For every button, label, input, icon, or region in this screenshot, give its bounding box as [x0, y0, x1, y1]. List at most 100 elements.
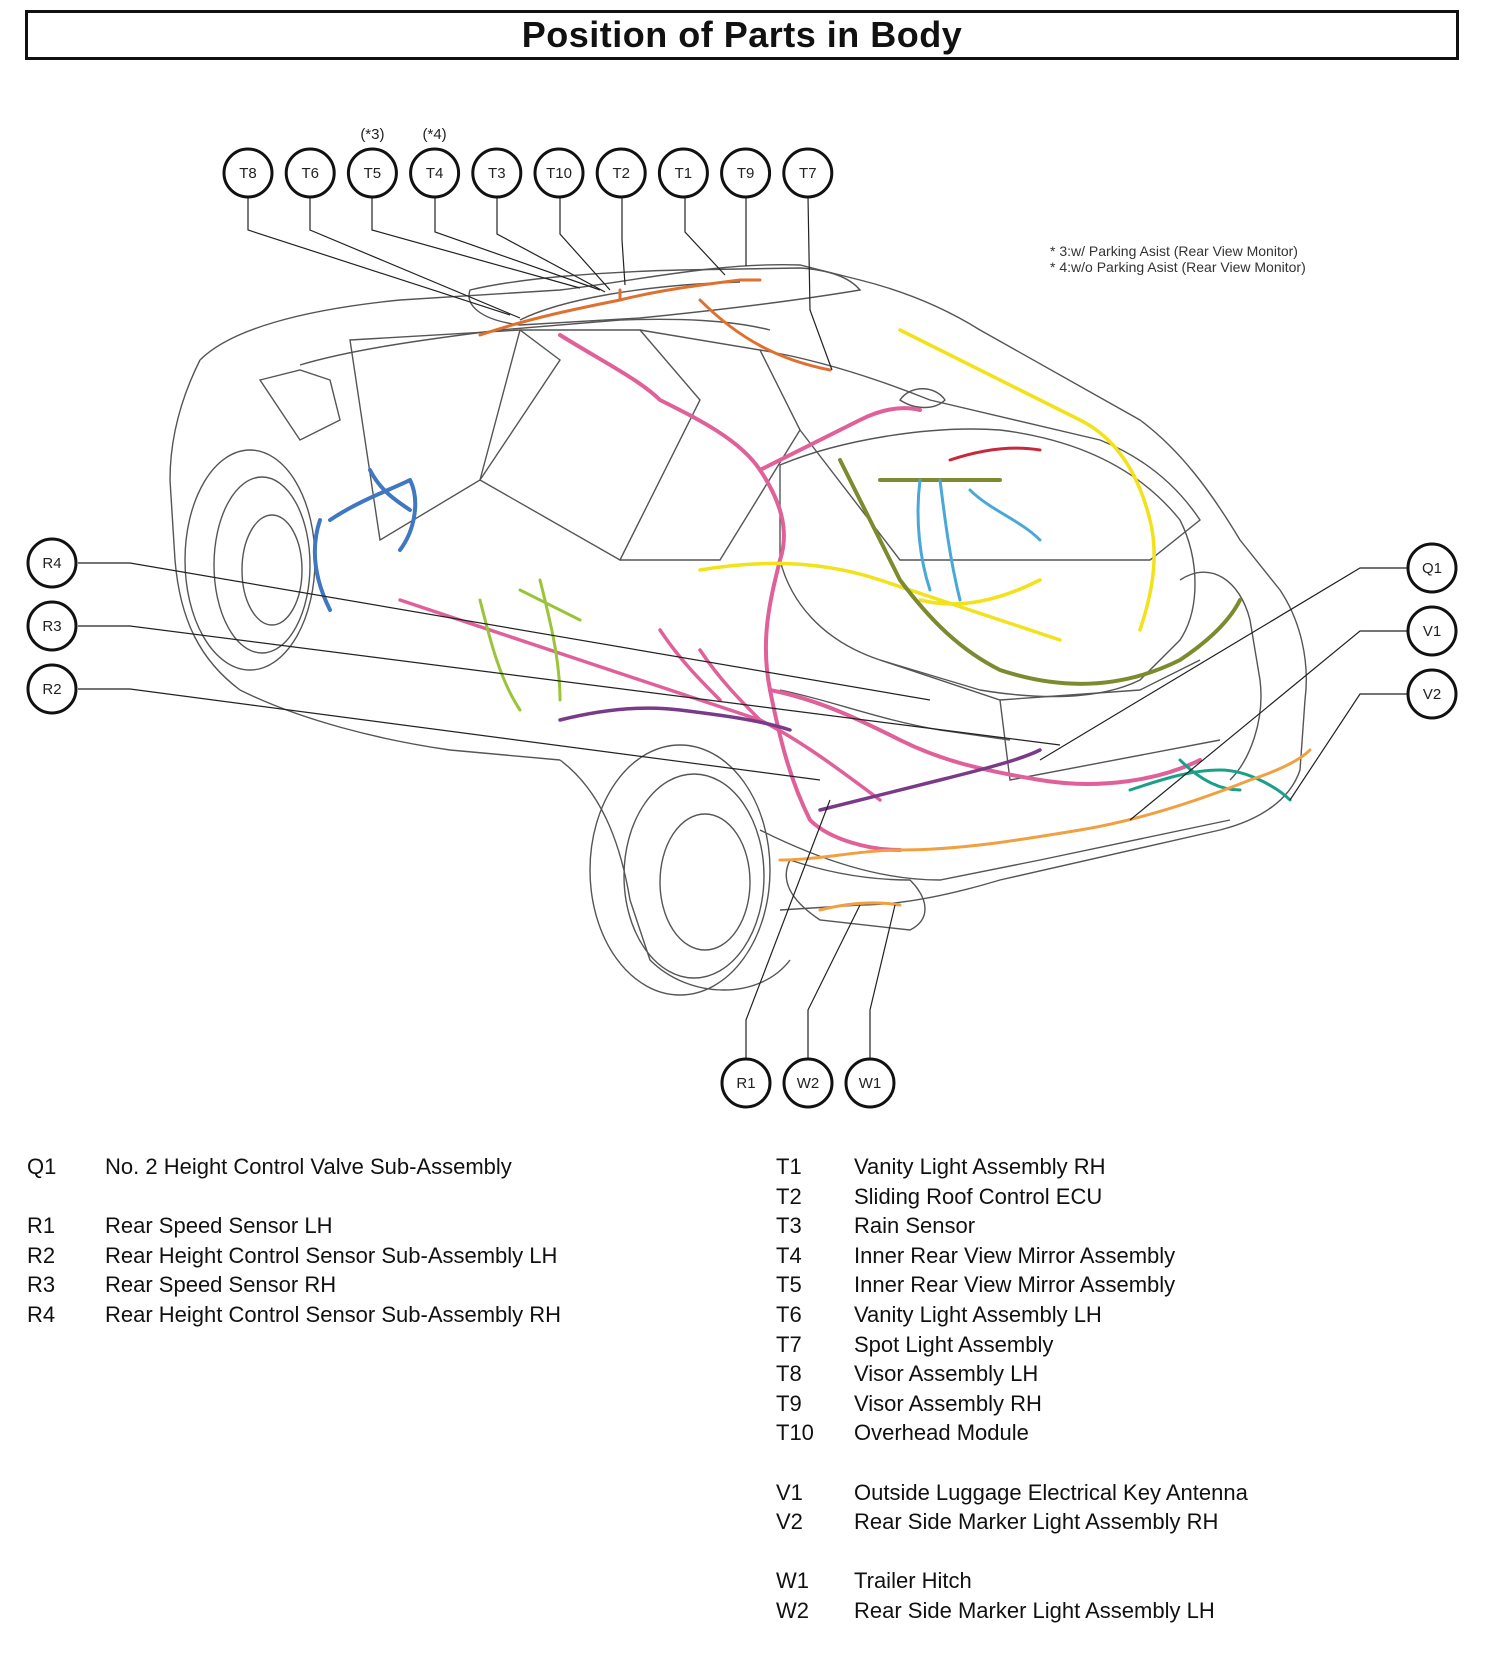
purple-harness — [558, 706, 1042, 812]
callout-label: W1 — [859, 1075, 882, 1092]
callout-circle — [222, 147, 274, 199]
callout-t5: T5(*3) — [346, 126, 398, 199]
callout-r3: R3 — [26, 600, 78, 652]
legend-code: W1 — [776, 1568, 809, 1594]
legend-code: T10 — [776, 1420, 814, 1446]
callout-circle — [284, 147, 336, 199]
callout-circle — [26, 663, 78, 715]
callout-label: R3 — [42, 618, 61, 635]
callout-label: T7 — [799, 165, 817, 182]
light-orange-harness — [778, 748, 1312, 912]
legend-code: T2 — [776, 1183, 802, 1209]
callout-circle — [782, 147, 834, 199]
callout-w2: W2 — [782, 1057, 834, 1109]
legend-part-name: Rear Side Marker Light Assembly RH — [854, 1509, 1219, 1535]
callout-label: T10 — [546, 165, 572, 182]
callout-v2: V2 — [1406, 668, 1458, 720]
legend-part-name: Trailer Hitch — [854, 1568, 972, 1594]
legend-part-name: Rain Sensor — [854, 1213, 976, 1239]
callout-label: V2 — [1423, 686, 1441, 703]
callout-t4: T4(*4) — [409, 126, 461, 199]
legend-gap — [776, 1448, 1248, 1478]
legend-code: V2 — [776, 1509, 803, 1535]
callout-label: T5 — [364, 165, 382, 182]
legend-part-name: Vanity Light Assembly RH — [854, 1154, 1106, 1179]
note-parking-assist-w: * 3:w/ Parking Asist (Rear View Monitor) — [1050, 243, 1298, 259]
roof-harness-orange — [478, 278, 832, 372]
callout-v1: V1 — [1406, 605, 1458, 657]
light-blue-harness — [916, 478, 1042, 602]
callout-label: V1 — [1423, 623, 1441, 640]
callout-circle — [1406, 668, 1458, 720]
callout-circle — [782, 1057, 834, 1109]
callout-t10: T10 — [533, 147, 585, 199]
callout-t7: T7 — [782, 147, 834, 199]
legend-code: T6 — [776, 1301, 802, 1327]
legend-item-t2: T2 Sliding Roof Control ECU — [776, 1182, 1248, 1212]
legend-item-r4: R4 Rear Height Control Sensor Sub-Assembl… — [27, 1300, 561, 1330]
callout-circle — [720, 1057, 772, 1109]
callout-note: (*4) — [423, 126, 447, 143]
legend-item-t8: T8 Visor Assembly LH — [776, 1359, 1248, 1389]
callout-r1: R1 — [720, 1057, 772, 1109]
teal-harness — [1128, 758, 1292, 802]
legend-part-name: Sliding Roof Control ECU — [854, 1183, 1103, 1209]
legend-code: Q1 — [27, 1154, 57, 1179]
callout-t8: T8 — [222, 147, 274, 199]
legend-code: T1 — [776, 1154, 802, 1179]
legend-part-name: Visor Assembly LH — [854, 1361, 1039, 1387]
rear-right-wheel — [589, 744, 771, 996]
legend-part-name: Rear Speed Sensor LH — [105, 1213, 333, 1239]
callout-circle — [471, 147, 523, 199]
callout-circle — [844, 1057, 896, 1109]
legend-gap — [27, 1182, 561, 1212]
callout-circle — [1406, 605, 1458, 657]
wiring-harnesses — [312, 278, 1312, 912]
legend-part-name: Rear Height Control Sensor Sub-Assembly … — [105, 1301, 562, 1327]
legend-part-name: Spot Light Assembly — [854, 1331, 1054, 1357]
legend-gap — [776, 1537, 1248, 1567]
callout-label: R1 — [736, 1075, 755, 1092]
callout-circle — [26, 600, 78, 652]
lime-harness — [478, 578, 582, 712]
callout-label: T2 — [612, 165, 630, 182]
legend-part-name: Inner Rear View Mirror Assembly — [854, 1272, 1176, 1298]
callout-circle — [595, 147, 647, 199]
legend-part-name: Vanity Light Assembly LH — [854, 1301, 1102, 1327]
legend-code: T3 — [776, 1213, 802, 1239]
legend-code: R4 — [27, 1301, 56, 1327]
legend-item-t3: T3 Rain Sensor — [776, 1211, 1248, 1241]
callout-circle — [26, 537, 78, 589]
callout-label: R4 — [42, 555, 61, 572]
legend-item-v2: V2 Rear Side Marker Light Assembly RH — [776, 1507, 1248, 1537]
legend-part-name: Outside Luggage Electrical Key Antenna — [854, 1479, 1248, 1505]
callout-label: W2 — [797, 1075, 820, 1092]
callout-t9: T9 — [720, 147, 772, 199]
pink-harness-rear — [758, 406, 1202, 786]
legend-code: T8 — [776, 1361, 802, 1387]
callout-t1: T1 — [657, 147, 709, 199]
page-title-box: Position of Parts in Body — [25, 10, 1459, 60]
callout-circle — [409, 147, 461, 199]
legend-part-name: Overhead Module — [854, 1420, 1029, 1446]
legend-part-name: Rear Side Marker Light Assembly LH — [854, 1597, 1215, 1623]
legend-item-w1: W1 Trailer Hitch — [776, 1566, 1248, 1596]
legend-right: T1 Vanity Light Assembly RH T2 Sliding Roof… — [776, 1152, 1248, 1626]
callout-r2: R2 — [26, 663, 78, 715]
callout-r4: R4 — [26, 537, 78, 589]
yellow-harness-hatch — [698, 328, 1156, 642]
legend-item-t10: T10 Overhead Module — [776, 1418, 1248, 1448]
legend-item-t6: T6 Vanity Light Assembly LH — [776, 1300, 1248, 1330]
legend-part-name: Visor Assembly RH — [854, 1390, 1042, 1416]
callout-w1: W1 — [844, 1057, 896, 1109]
legend-part-name: Rear Speed Sensor RH — [105, 1272, 337, 1298]
